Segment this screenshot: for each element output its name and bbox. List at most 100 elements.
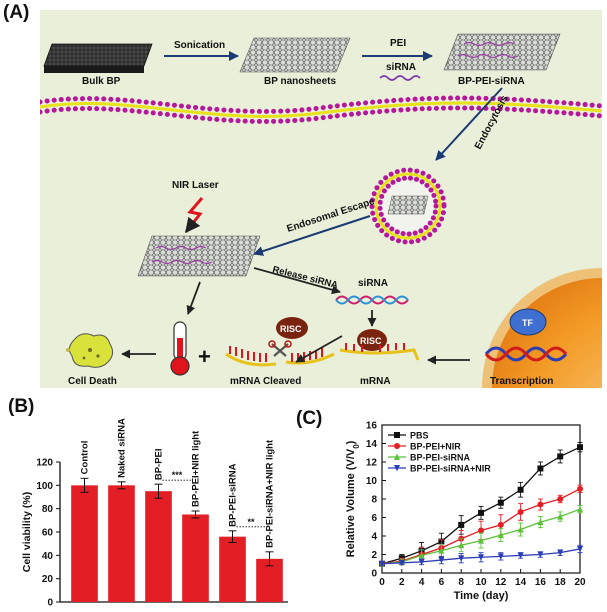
sirna-top-label: siRNA (386, 62, 416, 73)
x-tick-label: 6 (439, 577, 445, 588)
mrna-risc-graphic: RISC (339, 329, 420, 361)
tf-label: TF (522, 318, 533, 328)
x-tick-label: 8 (458, 577, 464, 588)
y-tick-label: 60 (42, 528, 54, 539)
tf-icon (509, 308, 547, 336)
bar (219, 536, 246, 602)
bp-nanosheet-graphic (239, 37, 351, 73)
y-tick-label: 12 (366, 458, 378, 469)
dna-helix-icon (484, 346, 568, 362)
nir-laser-bolt-icon (184, 197, 204, 234)
data-point (438, 557, 445, 564)
y-tick-label: 40 (42, 551, 54, 562)
data-point (394, 465, 400, 472)
significance-label: ** (247, 517, 255, 527)
plus-sign: + (198, 344, 211, 369)
data-point (537, 465, 544, 472)
data-point (517, 552, 524, 559)
x-tick-label: 14 (515, 577, 527, 588)
bp-pei-sirna-label: BP-PEI-siRNA (458, 76, 525, 87)
panel-a-schematic: Bulk BP Sonication BP nanosheets PEI siR… (40, 10, 602, 388)
panel-c-letter: (C) (296, 408, 323, 429)
data-point (394, 443, 400, 449)
data-point (497, 499, 504, 506)
category-label: BP-PEI-siRNA+NIR light (265, 439, 276, 548)
cell-membrane (40, 95, 602, 124)
y-tick-label: 8 (371, 495, 377, 506)
x-tick-label: 10 (475, 577, 487, 588)
x-tick-label: 12 (495, 577, 507, 588)
y-tick-label: 10 (366, 476, 378, 487)
x-tick-label: 20 (574, 577, 586, 588)
legend-label: BP-PEI+NIR (410, 442, 461, 452)
legend-item: BP-PEI-siRNA (388, 453, 471, 463)
series-group (379, 544, 583, 568)
data-point (497, 553, 504, 560)
y-tick-label: 0 (47, 598, 53, 609)
y-tick-label: 100 (36, 481, 53, 492)
data-point (557, 513, 564, 520)
y-tick-label: 80 (42, 504, 54, 515)
data-point (497, 521, 504, 528)
category-label: BP-PEI+NIR light (191, 430, 202, 507)
data-point (438, 547, 445, 554)
thermometer-icon (170, 321, 190, 376)
data-point (557, 453, 564, 460)
data-point (577, 485, 583, 492)
data-point (478, 537, 484, 544)
data-point (537, 551, 544, 558)
legend-label: BP-PEI-siRNA (410, 453, 471, 463)
data-point (379, 560, 385, 568)
legend-item: BP-PEI+NIR (388, 442, 461, 452)
cell-debris (66, 348, 70, 352)
x-tick-label: 0 (379, 577, 385, 588)
y-tick-label: 120 (36, 458, 53, 469)
y-tick-label: 6 (371, 513, 377, 524)
category-label: Naked siRNA (117, 418, 128, 478)
cleavage-arrow (295, 335, 343, 363)
release-sirna-arrow (253, 267, 341, 295)
y-tick-label: 4 (371, 532, 377, 543)
data-point (458, 541, 465, 549)
sirna-mid-helix (335, 295, 409, 305)
dead-cell-icon (68, 333, 114, 368)
category-label: BP-PEI (154, 448, 165, 480)
data-point (478, 554, 484, 561)
bar (182, 514, 209, 602)
nir-laser-label: NIR Laser (172, 180, 219, 191)
y-axis-label: Relative Volume (V/V0) (345, 440, 361, 557)
legend-item: PBS (388, 431, 429, 441)
data-point (418, 551, 425, 559)
data-point (577, 444, 583, 451)
data-point (577, 545, 583, 553)
bar (108, 485, 135, 602)
data-point (478, 509, 484, 516)
x-tick-label: 2 (399, 577, 405, 588)
mrna-cleaved-label: mRNA Cleaved (230, 376, 301, 387)
sonication-label: Sonication (174, 40, 225, 51)
pei-label: PEI (390, 38, 406, 49)
panel-b-letter: (B) (8, 396, 35, 417)
legend-label: BP-PEI-siRNA+NIR (410, 464, 491, 474)
data-point (557, 496, 564, 502)
data-point (394, 453, 400, 460)
risc-mid-label: RISC (360, 336, 382, 346)
panel-a-letter: (A) (3, 2, 30, 23)
heat-arrow (186, 281, 201, 315)
y-axis-label: Cell viability (%) (21, 492, 33, 573)
bar (145, 491, 172, 602)
data-point (478, 527, 484, 534)
data-point (497, 531, 504, 539)
x-axis-label: Time (day) (454, 590, 509, 602)
mrna-cleaved-graphic: RISC (225, 317, 335, 367)
y-tick-label: 0 (371, 569, 377, 580)
category-label: Control (80, 441, 91, 475)
endocytosis-arrow (435, 87, 503, 161)
endosomal-escape-arrow (253, 215, 371, 256)
transcription-label: Transcription (490, 376, 553, 387)
endosome (369, 167, 447, 245)
data-point (537, 501, 544, 508)
significance-label: *** (172, 470, 183, 480)
sirna-top-helix (379, 75, 421, 81)
